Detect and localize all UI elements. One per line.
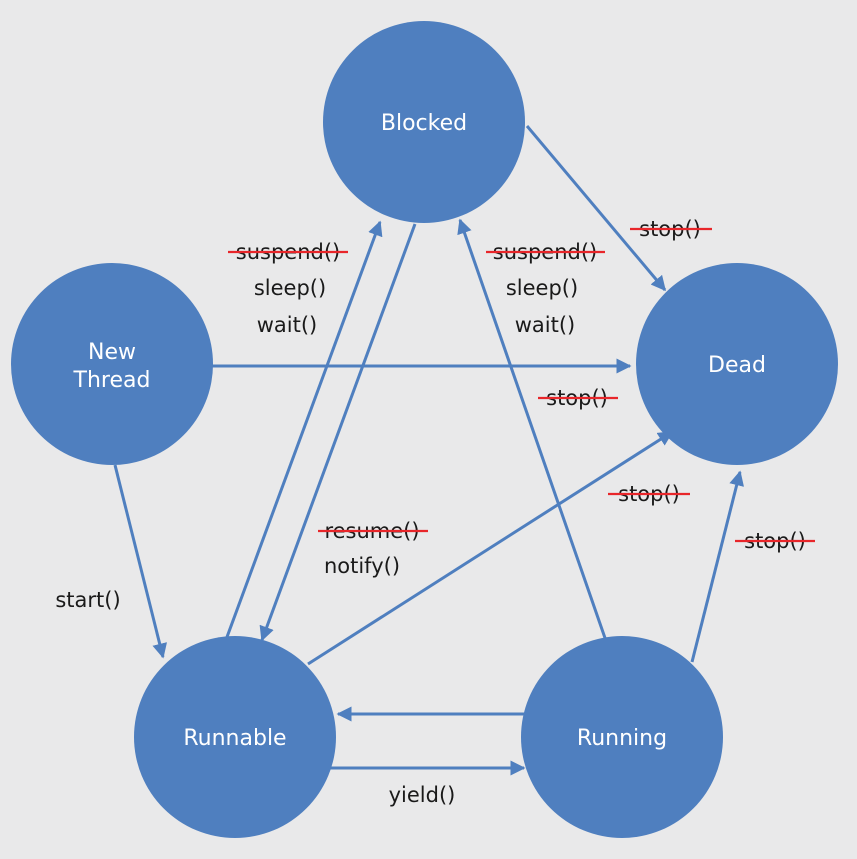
edge-running-to-blocked: [457, 218, 607, 639]
node-runnable-label: Runnable: [183, 726, 286, 751]
node-new-thread-label-line2: Thread: [73, 368, 151, 393]
label-wait-right: wait(): [515, 313, 576, 337]
edge-blocked-to-dead: [525, 125, 667, 292]
label-notify: notify(): [324, 554, 400, 578]
node-running: Running: [521, 636, 723, 838]
node-new-thread-label-line1: New: [88, 340, 136, 365]
node-blocked: Blocked: [323, 21, 525, 223]
node-runnable: Runnable: [134, 636, 336, 838]
edge-runnable-to-dead: [307, 430, 674, 666]
label-sleep-left: sleep(): [254, 276, 326, 300]
edge-blocked-to-runnable: [259, 223, 417, 642]
edge-runnable-to-blocked: [225, 220, 383, 638]
node-blocked-label: Blocked: [381, 111, 467, 136]
edge-running-to-dead: [690, 470, 744, 663]
label-start: start(): [55, 588, 120, 612]
node-new-thread: New Thread: [11, 263, 213, 465]
node-dead-label: Dead: [708, 353, 766, 378]
node-running-label: Running: [577, 726, 667, 751]
label-sleep-right: sleep(): [506, 276, 578, 300]
edge-new-to-runnable: [113, 464, 168, 659]
label-wait-left: wait(): [257, 313, 318, 337]
label-yield: yield(): [389, 783, 456, 807]
node-dead: Dead: [636, 263, 838, 465]
